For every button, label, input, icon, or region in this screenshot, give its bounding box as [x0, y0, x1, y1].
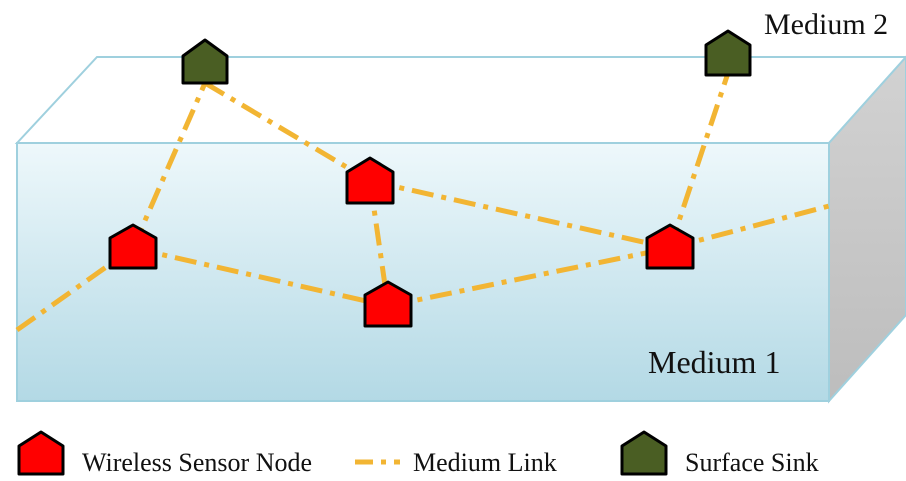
sensor-node-icon	[645, 223, 695, 270]
sensor-node-icon	[363, 280, 413, 328]
legend-surface-sink-icon	[620, 430, 668, 476]
medium-1-label: Medium 1	[648, 344, 781, 380]
surface-sinks	[181, 29, 752, 85]
medium-link	[669, 203, 830, 251]
water-top-face	[14, 56, 906, 144]
sensor-node-icon	[108, 223, 158, 270]
medium-link	[387, 245, 671, 309]
legend-sensor-node-icon	[17, 430, 65, 476]
surface-sink-icon	[704, 29, 752, 77]
water-box	[14, 55, 906, 404]
legend-surface-sink-label: Surface Sink	[685, 448, 819, 477]
medium-link	[369, 178, 671, 251]
legend-medium-link-label: Medium Link	[413, 448, 557, 477]
medium-link	[667, 69, 732, 249]
medium-link	[132, 245, 389, 309]
surface-sink-icon	[181, 38, 229, 85]
medium-link	[130, 82, 208, 249]
legend-sensor-node-label: Wireless Sensor Node	[82, 448, 313, 477]
sensor-node-icon	[345, 156, 395, 205]
legend	[17, 430, 668, 476]
sensor-nodes	[108, 156, 695, 328]
medium-link	[203, 80, 372, 184]
water-front-face	[16, 142, 830, 402]
medium-2-label: Medium 2	[764, 8, 889, 41]
